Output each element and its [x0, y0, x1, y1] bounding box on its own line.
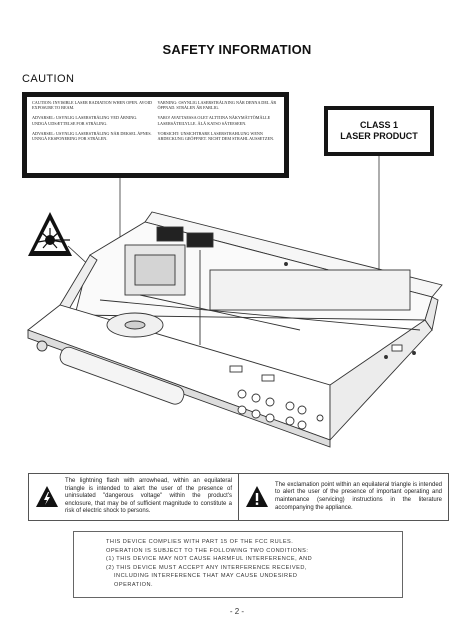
- warning-text: VARO! AVATTAESSA OLET ALTTIINA NÄKYMÄTTÖ…: [157, 115, 271, 126]
- warning-column-left: CAUTION: INVISIBLE LASER RADIATION WHEN …: [30, 100, 156, 170]
- warning-text: ADVARSEL: USYNLIG LASERSTRÅLING NÅR DEKS…: [32, 130, 152, 142]
- warning-column-right: VARNING: OSYNLIG LASERSTRÅLNING NÄR DENN…: [156, 100, 282, 170]
- exclamation-notice-text: The exclamation point within an equilate…: [275, 481, 442, 511]
- class1-laser-label: CLASS 1 LASER PRODUCT: [324, 106, 434, 156]
- laser-hazard-icon: [28, 212, 72, 256]
- exclamation-notice: The exclamation point within an equilate…: [239, 474, 448, 520]
- laser-warning-label: CAUTION: INVISIBLE LASER RADIATION WHEN …: [22, 92, 289, 178]
- fcc-line: OPERATION.: [114, 581, 154, 588]
- fcc-line: (1) THIS DEVICE MAY NOT CAUSE HARMFUL IN…: [106, 556, 313, 563]
- safety-symbols-box: The lightning flash with arrowhead, with…: [28, 473, 449, 521]
- class-label-line1: CLASS 1: [359, 120, 398, 130]
- page-number: - 2 -: [229, 607, 245, 616]
- fcc-line: OPERATION IS SUBJECT TO THE FOLLOWING TW…: [106, 547, 309, 554]
- class-label-line2: LASER PRODUCT: [340, 131, 418, 141]
- lightning-notice: The lightning flash with arrowhead, with…: [29, 474, 239, 520]
- cd-player-chassis: [27, 211, 443, 448]
- fcc-line: (2) THIS DEVICE MUST ACCEPT ANY INTERFER…: [106, 564, 307, 571]
- page-title: SAFETY INFORMATION: [162, 42, 312, 57]
- lightning-notice-text: The lightning flash with arrowhead, with…: [65, 478, 232, 515]
- warning-text: CAUTION: INVISIBLE LASER RADIATION WHEN …: [32, 100, 152, 111]
- fcc-statement: THIS DEVICE COMPLIES WITH PART 15 OF THE…: [73, 531, 403, 598]
- fcc-line: THIS DEVICE COMPLIES WITH PART 15 OF THE…: [106, 539, 294, 545]
- warning-text: ADVARSEL: USYNLIG LASERSTRÅLING VED ÅBNI…: [32, 115, 138, 126]
- warning-text: VARNING: OSYNLIG LASERSTRÅLNING NÄR DENN…: [157, 100, 277, 111]
- exclamation-triangle-icon: [246, 486, 268, 507]
- lightning-triangle-icon: [36, 486, 58, 507]
- fcc-line: INCLUDING INTERFERENCE THAT MAY CAUSE UN…: [114, 573, 298, 580]
- warning-text: VORSICHT: UNSICHTBARE LASERSTRAHLUNG WEN…: [157, 130, 275, 142]
- section-heading: CAUTION: [22, 73, 75, 85]
